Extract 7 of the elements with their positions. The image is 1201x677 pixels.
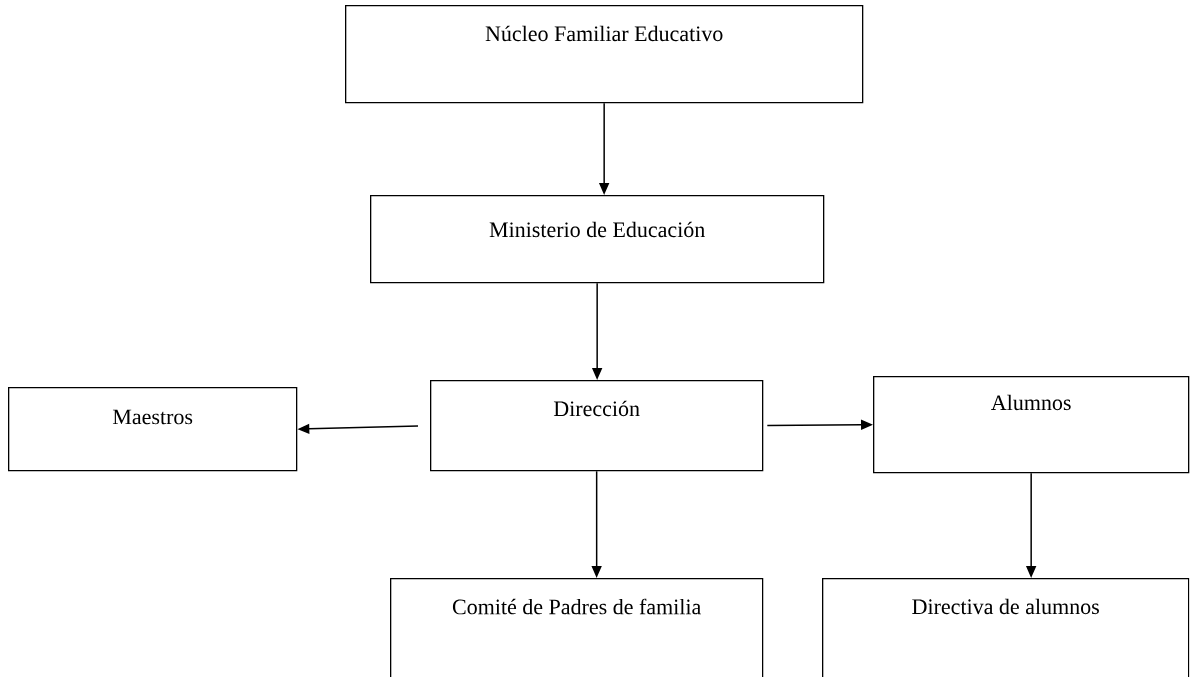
org-box: Directiva de alumnos	[822, 578, 1190, 677]
org-box: Comité de Padres de familia	[390, 578, 764, 677]
org-box: Dirección	[430, 380, 764, 472]
org-box: Alumnos	[873, 376, 1190, 474]
org-box: Ministerio de Educación	[370, 195, 825, 284]
org-box: Maestros	[8, 387, 298, 472]
org-box: Núcleo Familiar Educativo	[345, 5, 864, 104]
